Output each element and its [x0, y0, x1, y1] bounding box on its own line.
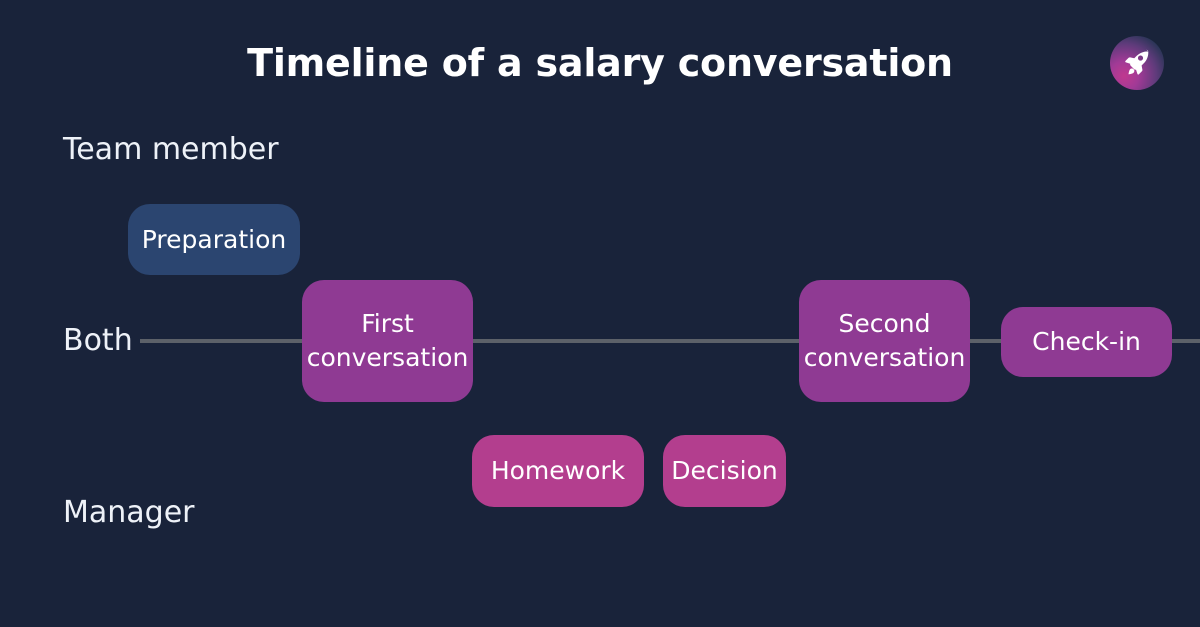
timeline-node-preparation[interactable]: Preparation [128, 204, 300, 275]
timeline-axis [140, 339, 1200, 343]
page-title: Timeline of a salary conversation [247, 41, 953, 85]
timeline-node-second-conversation[interactable]: Second conversation [799, 280, 970, 402]
timeline-node-check-in[interactable]: Check-in [1001, 307, 1172, 377]
lane-label-both: Both [63, 323, 133, 358]
timeline-node-homework[interactable]: Homework [472, 435, 644, 507]
lane-label-team-member: Team member [63, 132, 279, 167]
brand-logo [1110, 36, 1164, 90]
timeline-node-first-conversation[interactable]: First conversation [302, 280, 473, 402]
timeline-node-decision[interactable]: Decision [663, 435, 786, 507]
lane-label-manager: Manager [63, 495, 195, 530]
